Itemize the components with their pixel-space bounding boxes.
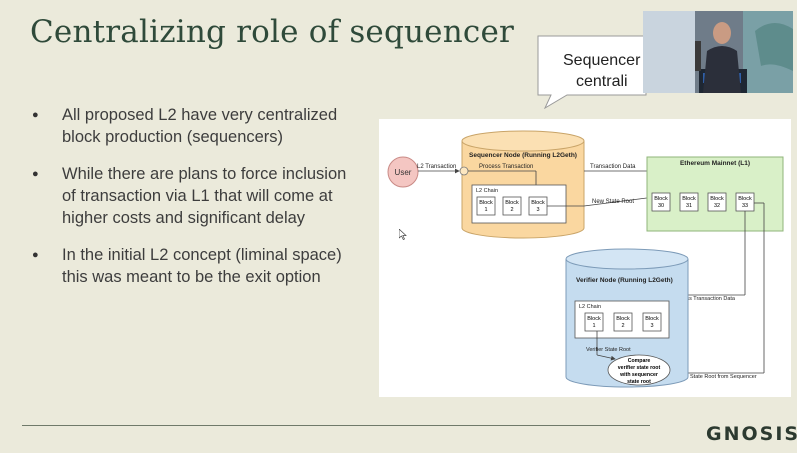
sequencer-block: Block 2 xyxy=(502,196,522,216)
l1-block: Block 31 xyxy=(679,192,699,212)
svg-text:Block: Block xyxy=(505,200,519,206)
compare-node: Compare verifier state root with sequenc… xyxy=(607,354,671,386)
user-label: User xyxy=(395,168,412,177)
verifier-block: Block 1 xyxy=(584,312,604,332)
svg-text:Block: Block xyxy=(738,196,752,202)
svg-text:Compare: Compare xyxy=(628,358,651,364)
verifier-state-root-label: Verifier State Root xyxy=(586,347,631,353)
sequencer-block: Block 3 xyxy=(528,196,548,216)
svg-text:Block: Block xyxy=(479,200,493,206)
svg-text:Block: Block xyxy=(587,316,601,322)
svg-text:3: 3 xyxy=(650,323,653,329)
callout-text: Sequencer centrali xyxy=(563,50,640,92)
user-node: User xyxy=(387,156,419,188)
svg-text:Block: Block xyxy=(531,200,545,206)
sequencer-block: Block 1 xyxy=(476,196,496,216)
new-state-root-label: New State Root xyxy=(592,199,634,205)
svg-text:31: 31 xyxy=(686,203,692,209)
svg-text:1: 1 xyxy=(592,323,595,329)
svg-text:32: 32 xyxy=(714,203,720,209)
presenter-video-frame xyxy=(643,11,793,93)
bullet-item: In the initial L2 concept (liminal space… xyxy=(30,244,360,288)
callout-line: Sequencer xyxy=(563,52,641,69)
verifier-l2-chain-label: L2 Chain xyxy=(579,304,601,310)
svg-text:33: 33 xyxy=(742,203,748,209)
verifier-block: Block 3 xyxy=(642,312,662,332)
slide-title: Centralizing role of sequencer xyxy=(30,14,515,50)
bullet-list: All proposed L2 have very centralized bl… xyxy=(30,104,360,303)
svg-text:1: 1 xyxy=(484,207,487,213)
callout-line: centrali xyxy=(576,73,628,90)
svg-text:3: 3 xyxy=(536,207,539,213)
l2-transaction-label: L2 Transaction xyxy=(417,164,456,170)
svg-text:with sequencer: with sequencer xyxy=(619,372,658,378)
sequencer-node-title: Sequencer Node (Running L2Geth) xyxy=(469,152,577,159)
l2-chain-label: L2 Chain xyxy=(476,188,498,194)
svg-text:Block: Block xyxy=(682,196,696,202)
verifier-node-title: Verifier Node (Running L2Geth) xyxy=(576,277,673,284)
svg-text:Block: Block xyxy=(654,196,668,202)
svg-text:30: 30 xyxy=(658,203,664,209)
l1-block: Block 33 xyxy=(735,192,755,212)
bullet-item: All proposed L2 have very centralized bl… xyxy=(30,104,360,148)
svg-text:2: 2 xyxy=(621,323,624,329)
bullet-item: While there are plans to force inclusion… xyxy=(30,163,360,229)
presenter-video xyxy=(643,11,793,93)
transaction-data-label: Transaction Data xyxy=(590,164,636,170)
process-transaction-label: Process Transaction xyxy=(479,164,533,170)
entry-point xyxy=(459,166,469,176)
svg-text:verifier state root: verifier state root xyxy=(618,365,661,371)
mouse-cursor-icon xyxy=(399,229,407,240)
l1-block: Block 32 xyxy=(707,192,727,212)
footer-divider xyxy=(22,425,650,426)
svg-text:Block: Block xyxy=(616,316,630,322)
svg-text:2: 2 xyxy=(510,207,513,213)
gnosis-logo: GNOSIS xyxy=(706,423,797,445)
architecture-diagram: User L2 Transaction Sequencer Node (Runn… xyxy=(379,119,791,397)
svg-text:Block: Block xyxy=(710,196,724,202)
process-transaction-data-label: Process Transaction Data xyxy=(672,296,736,302)
svg-text:Block: Block xyxy=(645,316,659,322)
ethereum-mainnet-title: Ethereum Mainnet (L1) xyxy=(680,160,750,167)
verifier-block: Block 2 xyxy=(613,312,633,332)
l1-block: Block 30 xyxy=(651,192,671,212)
state-root-from-sequencer-label: State Root from Sequencer xyxy=(690,374,757,380)
svg-text:state root: state root xyxy=(627,379,651,385)
